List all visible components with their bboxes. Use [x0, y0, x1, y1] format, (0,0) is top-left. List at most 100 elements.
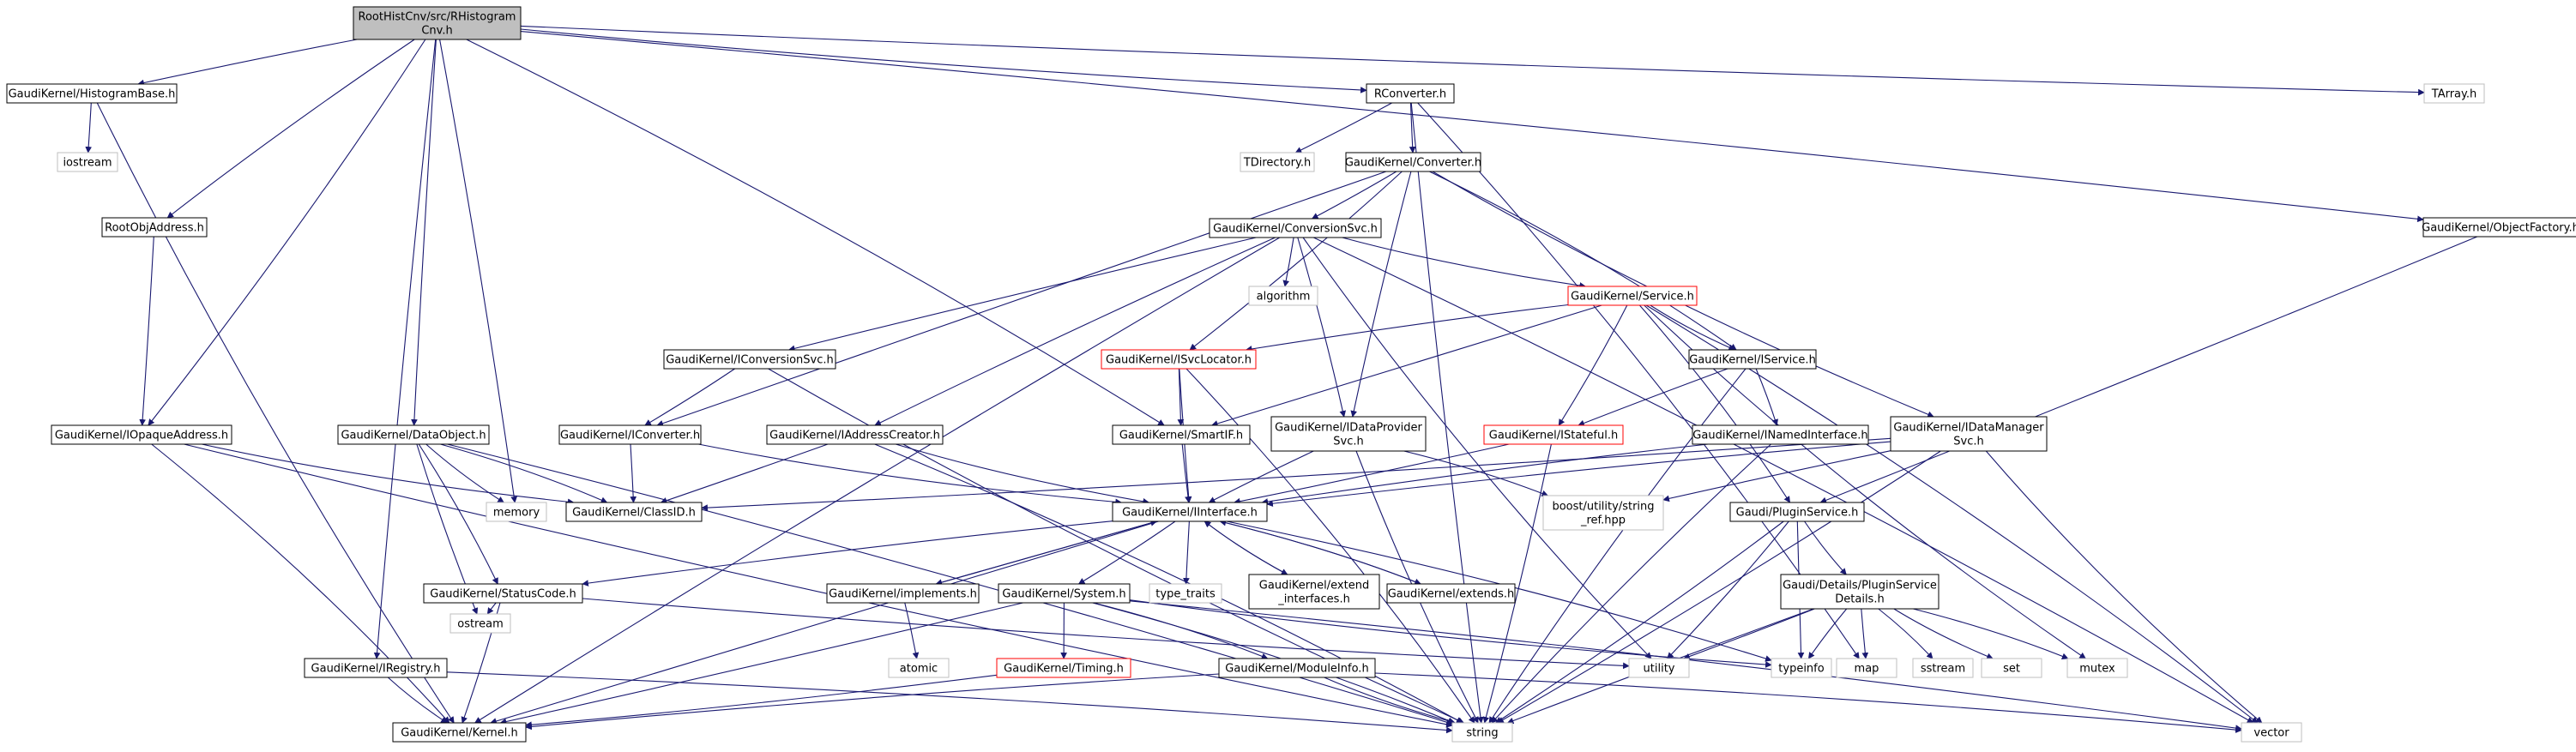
node-implements[interactable]: GaudiKernel/implements.h	[826, 583, 980, 604]
node-box	[1345, 152, 1481, 172]
node-timing[interactable]: GaudiKernel/Timing.h	[996, 658, 1131, 678]
node-service[interactable]: GaudiKernel/Service.h	[1567, 286, 1698, 306]
node-statuscode[interactable]: GaudiKernel/StatusCode.h	[423, 583, 583, 604]
node-label: Gaudi/Details/PluginService	[1783, 580, 1937, 593]
node-label: typeinfo	[1778, 663, 1824, 676]
node-label: GaudiKernel/IConversionSvc.h	[666, 354, 834, 367]
edge-pluginsvcdet-to-map	[1861, 608, 1869, 659]
node-dataobj[interactable]: GaudiKernel/DataObject.h	[337, 424, 490, 445]
node-box	[423, 583, 583, 604]
edge-convsvc-to-iaddrcreator	[874, 237, 1276, 426]
node-box	[2423, 83, 2485, 104]
node-box	[1112, 502, 1268, 522]
edge-system-to-vector	[1129, 600, 2242, 731]
node-label: GaudiKernel/IOpaqueAddress.h	[55, 430, 228, 442]
node-iaddrcreator[interactable]: GaudiKernel/IAddressCreator.h	[766, 424, 944, 445]
node-label: GaudiKernel/IService.h	[1689, 354, 1816, 367]
node-box	[826, 583, 980, 604]
node-box	[2066, 658, 2128, 678]
node-objfactory[interactable]: GaudiKernel/ObjectFactory.h	[2422, 217, 2576, 238]
node-iconverter[interactable]: GaudiKernel/IConverter.h	[558, 424, 702, 445]
node-kernel[interactable]: GaudiKernel/Kernel.h	[392, 722, 527, 743]
edge-statuscode-to-ostream	[486, 602, 497, 615]
edge-rconverter-to-converter	[1409, 102, 1416, 153]
node-histbase[interactable]: GaudiKernel/HistogramBase.h	[6, 83, 178, 104]
edge-iconvsvc-to-iconverter	[644, 368, 735, 426]
edge-idatamgr-to-classid	[701, 437, 1891, 511]
node-box	[1912, 658, 1974, 678]
node-box	[1366, 83, 1455, 104]
node-label: GaudiKernel/SmartIF.h	[1119, 430, 1243, 442]
edge-iaddrcreator-to-iinterface	[896, 443, 1150, 505]
edge-pluginsvcdet-to-utility	[1683, 608, 1815, 660]
node-iostream: iostream	[57, 152, 118, 172]
node-extends[interactable]: GaudiKernel/extends.h	[1386, 583, 1516, 604]
edge-root-to-memory	[439, 39, 518, 503]
edge-statuscode-to-utility	[582, 598, 1630, 670]
node-label: Gaudi/PluginService.h	[1736, 507, 1859, 520]
node-label: RootHistCnv/src/RHistogram	[359, 11, 516, 24]
edge-timing-to-kernel	[525, 674, 998, 728]
node-label: TDirectory.h	[1243, 157, 1311, 170]
node-smartif[interactable]: GaudiKernel/SmartIF.h	[1112, 424, 1251, 445]
edge-objfactory-to-pluginsvc	[1819, 236, 2478, 504]
node-box	[1780, 574, 1940, 610]
edge-rootobj-to-iopaque	[139, 236, 154, 426]
node-rootobj[interactable]: RootObjAddress.h	[101, 217, 208, 238]
node-label: GaudiKernel/ISvcLocator.h	[1106, 354, 1252, 367]
edge-rconverter-to-tdirectory	[1294, 102, 1392, 153]
edge-convsvc-to-service	[1342, 237, 1587, 289]
node-converter[interactable]: GaudiKernel/Converter.h	[1345, 152, 1481, 172]
node-box	[392, 722, 527, 743]
node-label: boost/utility/string	[1552, 501, 1654, 514]
node-moduleinfo[interactable]: GaudiKernel/ModuleInfo.h	[1218, 658, 1376, 678]
node-label: TArray.h	[2431, 88, 2476, 101]
node-memory: memory	[486, 502, 547, 522]
node-string: string	[1451, 722, 1513, 743]
node-iinterface[interactable]: GaudiKernel/IInterface.h	[1112, 502, 1268, 522]
edge-dataobj-to-statuscode	[418, 443, 498, 585]
edge-root-to-iopaque	[148, 39, 426, 426]
node-tdirectory: TDirectory.h	[1240, 152, 1315, 172]
node-box	[57, 152, 118, 172]
edge-service-to-istateful	[1558, 304, 1628, 426]
node-box	[2241, 722, 2302, 743]
node-isvclocator[interactable]: GaudiKernel/ISvcLocator.h	[1101, 349, 1257, 370]
node-label: GaudiKernel/Kernel.h	[401, 727, 518, 740]
node-label: ostream	[457, 618, 504, 631]
node-label: GaudiKernel/IStateful.h	[1489, 430, 1618, 442]
node-box	[1771, 658, 1832, 678]
node-box	[996, 658, 1131, 678]
node-iopaque[interactable]: GaudiKernel/IOpaqueAddress.h	[51, 424, 232, 445]
edge-idatamgr-to-vector	[1985, 450, 2263, 724]
edge-converter-to-convsvc	[1311, 171, 1397, 220]
node-box	[1218, 658, 1376, 678]
node-label: mutex	[2079, 663, 2115, 676]
node-box	[1981, 658, 2042, 678]
node-convsvc[interactable]: GaudiKernel/ConversionSvc.h	[1209, 218, 1382, 238]
node-system[interactable]: GaudiKernel/System.h	[998, 583, 1131, 604]
node-iconvsvc[interactable]: GaudiKernel/IConversionSvc.h	[663, 349, 836, 370]
edge-iconverter-to-classid	[630, 443, 637, 503]
node-inamedif[interactable]: GaudiKernel/INamedInterface.h	[1692, 424, 1869, 445]
node-label: GaudiKernel/IAddressCreator.h	[769, 430, 940, 442]
node-rconverter[interactable]: RConverter.h	[1366, 83, 1455, 104]
node-box	[1112, 424, 1251, 445]
node-pluginsvc[interactable]: Gaudi/PluginService.h	[1729, 502, 1865, 522]
node-classid[interactable]: GaudiKernel/ClassID.h	[565, 502, 703, 522]
node-iregistry[interactable]: GaudiKernel/IRegistry.h	[304, 658, 448, 678]
edge-pluginsvcdet-to-mutex	[1913, 608, 2069, 659]
node-istateful[interactable]: GaudiKernel/IStateful.h	[1483, 424, 1624, 445]
node-extendif[interactable]: GaudiKernel/extend_interfaces.h	[1248, 574, 1380, 610]
node-iservice[interactable]: GaudiKernel/IService.h	[1688, 349, 1817, 370]
node-label: GaudiKernel/IRegistry.h	[311, 663, 441, 676]
edge-root-to-dataobj	[411, 39, 437, 426]
node-box	[1209, 218, 1382, 238]
edge-pluginsvcdet-to-typeinfo	[1807, 608, 1848, 659]
edge-moduleinfo-to-vector	[1374, 672, 2242, 733]
